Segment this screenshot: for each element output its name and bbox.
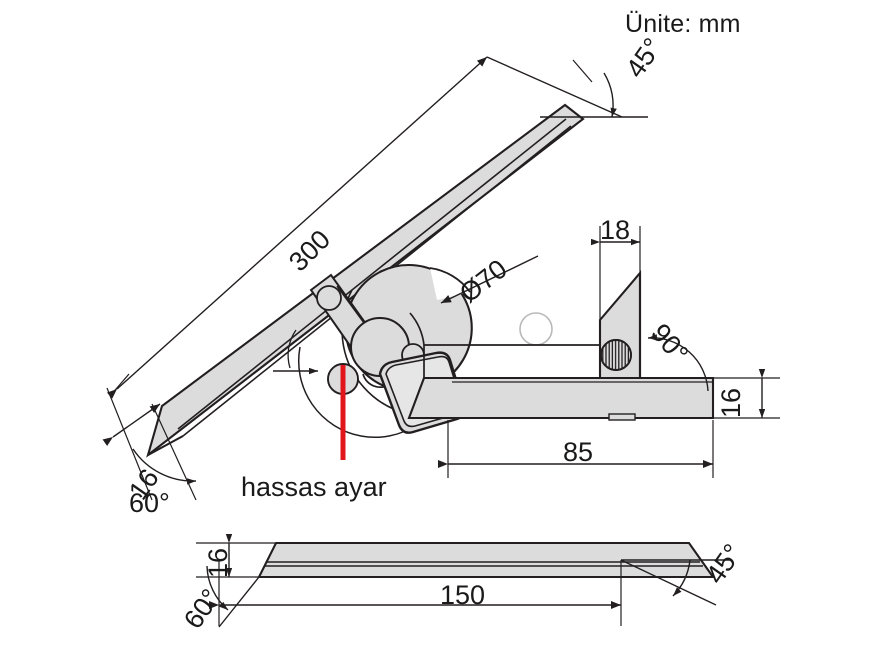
dim-label-ruler-end-angle: 60° — [129, 488, 170, 518]
dim16r-line — [102, 403, 161, 447]
dim-label-blade-width: 18 — [600, 215, 631, 245]
angle90-arc — [647, 334, 709, 392]
angle45-bottom-ray — [620, 559, 717, 606]
dim-label-base-thickness: 16 — [716, 387, 746, 418]
angle-45-top — [486, 56, 648, 118]
dimension-16-bottom — [196, 534, 276, 578]
angle45-top-ray — [486, 56, 623, 118]
dim-label-bottom-thickness: 16 — [203, 547, 233, 578]
dial-notch — [430, 268, 470, 300]
angle-45-bottom — [620, 559, 731, 606]
angle45-bottom-arc — [672, 559, 691, 597]
bottom-blade-view — [196, 534, 731, 628]
dim300-line — [106, 56, 488, 399]
ruler-bevel-tip — [147, 435, 184, 456]
main-assembly-view — [102, 56, 780, 501]
angle-90 — [647, 334, 709, 392]
leader-dial-left — [273, 329, 318, 375]
base-arm-body — [407, 376, 715, 420]
dimension-16-base — [713, 369, 780, 419]
leader-diameter-70 — [440, 255, 539, 304]
base-upper-plate-edge — [409, 312, 425, 378]
dim300-ext-left — [109, 373, 130, 397]
dimension-18 — [591, 226, 641, 322]
dial-notch-edge — [429, 267, 471, 293]
dimension-150 — [209, 560, 622, 626]
angle45-top-arc — [603, 72, 617, 118]
dim-label-bottom-length: 150 — [440, 580, 486, 610]
bottom-blade-body — [257, 541, 716, 579]
faint-construction-circle — [519, 312, 553, 346]
dim300-ext-right — [572, 59, 593, 83]
clamp-screw-hole — [316, 285, 342, 311]
vertical-blade — [598, 270, 642, 380]
unit-title: Ünite: mm — [625, 10, 741, 38]
leader-dial-left-arc — [287, 329, 297, 369]
angle60-ruler-arc — [132, 448, 197, 485]
dimension-300 — [106, 56, 593, 399]
d70-leader-line — [440, 255, 539, 304]
dimension-85 — [438, 420, 714, 478]
angle-60-ruler — [132, 448, 197, 485]
dim-label-base-length: 85 — [563, 437, 594, 467]
blade-lock-knob-ring — [600, 339, 632, 371]
note-fine-adjust: hassas ayar — [241, 472, 387, 502]
base-arm-foot-tab — [608, 413, 636, 421]
